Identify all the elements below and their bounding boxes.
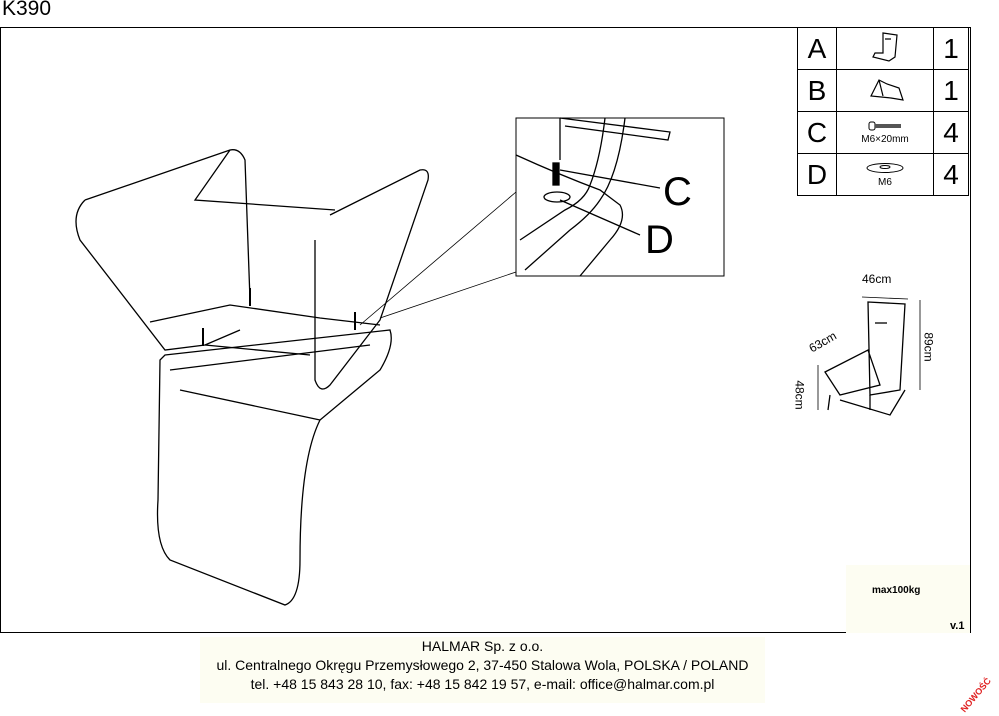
instruction-frame [0, 27, 971, 633]
parts-row: B 1 [797, 69, 969, 112]
part-letter: B [797, 69, 837, 112]
company-name: HALMAR Sp. z o.o. [421, 638, 544, 654]
chair-frame-icon [836, 69, 934, 112]
chair-frame-drawing [75, 149, 429, 390]
version-label: v.1 [950, 620, 965, 632]
part-letter: D [797, 153, 837, 196]
part-qty: 4 [933, 153, 969, 196]
detail-label-c: C [663, 170, 692, 214]
part-letter: C [797, 111, 837, 154]
chair-seat-drawing [156, 329, 392, 606]
parts-row: D M6 4 [797, 153, 969, 196]
chair-seat-icon [836, 27, 934, 70]
dimension-width: 46cm [862, 272, 892, 286]
part-spec: M6 [878, 176, 892, 188]
model-title: K390 [2, 0, 52, 20]
company-contact: tel. +48 15 843 28 10, fax: +48 15 842 1… [250, 676, 715, 692]
washer-icon [866, 162, 904, 173]
dimension-height: 89cm [921, 332, 936, 362]
callout-lines [359, 191, 517, 326]
parts-row: A 1 [797, 27, 969, 70]
dimension-chair-drawing [817, 296, 921, 416]
max-load-label: max100kg [872, 585, 921, 596]
max-load-box: max100kg [846, 565, 970, 633]
bolt-icon [868, 121, 901, 130]
dimension-seat-height: 48cm [792, 380, 807, 410]
footer-contact: HALMAR Sp. z o.o. ul. Centralnego Okręgu… [200, 637, 765, 703]
company-address: ul. Centralnego Okręgu Przemysłowego 2, … [216, 657, 749, 673]
part-letter: A [797, 27, 837, 70]
detail-inset [515, 117, 725, 277]
part-qty: 4 [933, 111, 969, 154]
parts-row: C M6×20mm 4 [797, 111, 969, 154]
part-qty: 1 [933, 69, 969, 112]
detail-label-d: D [645, 218, 674, 262]
part-qty: 1 [933, 27, 969, 70]
bolts-drawing [202, 288, 356, 346]
parts-table: A 1 B 1 C M6×20mm 4 D M6 4 [797, 27, 969, 196]
detail-drawing [515, 117, 671, 277]
part-spec: M6×20mm [861, 133, 909, 145]
